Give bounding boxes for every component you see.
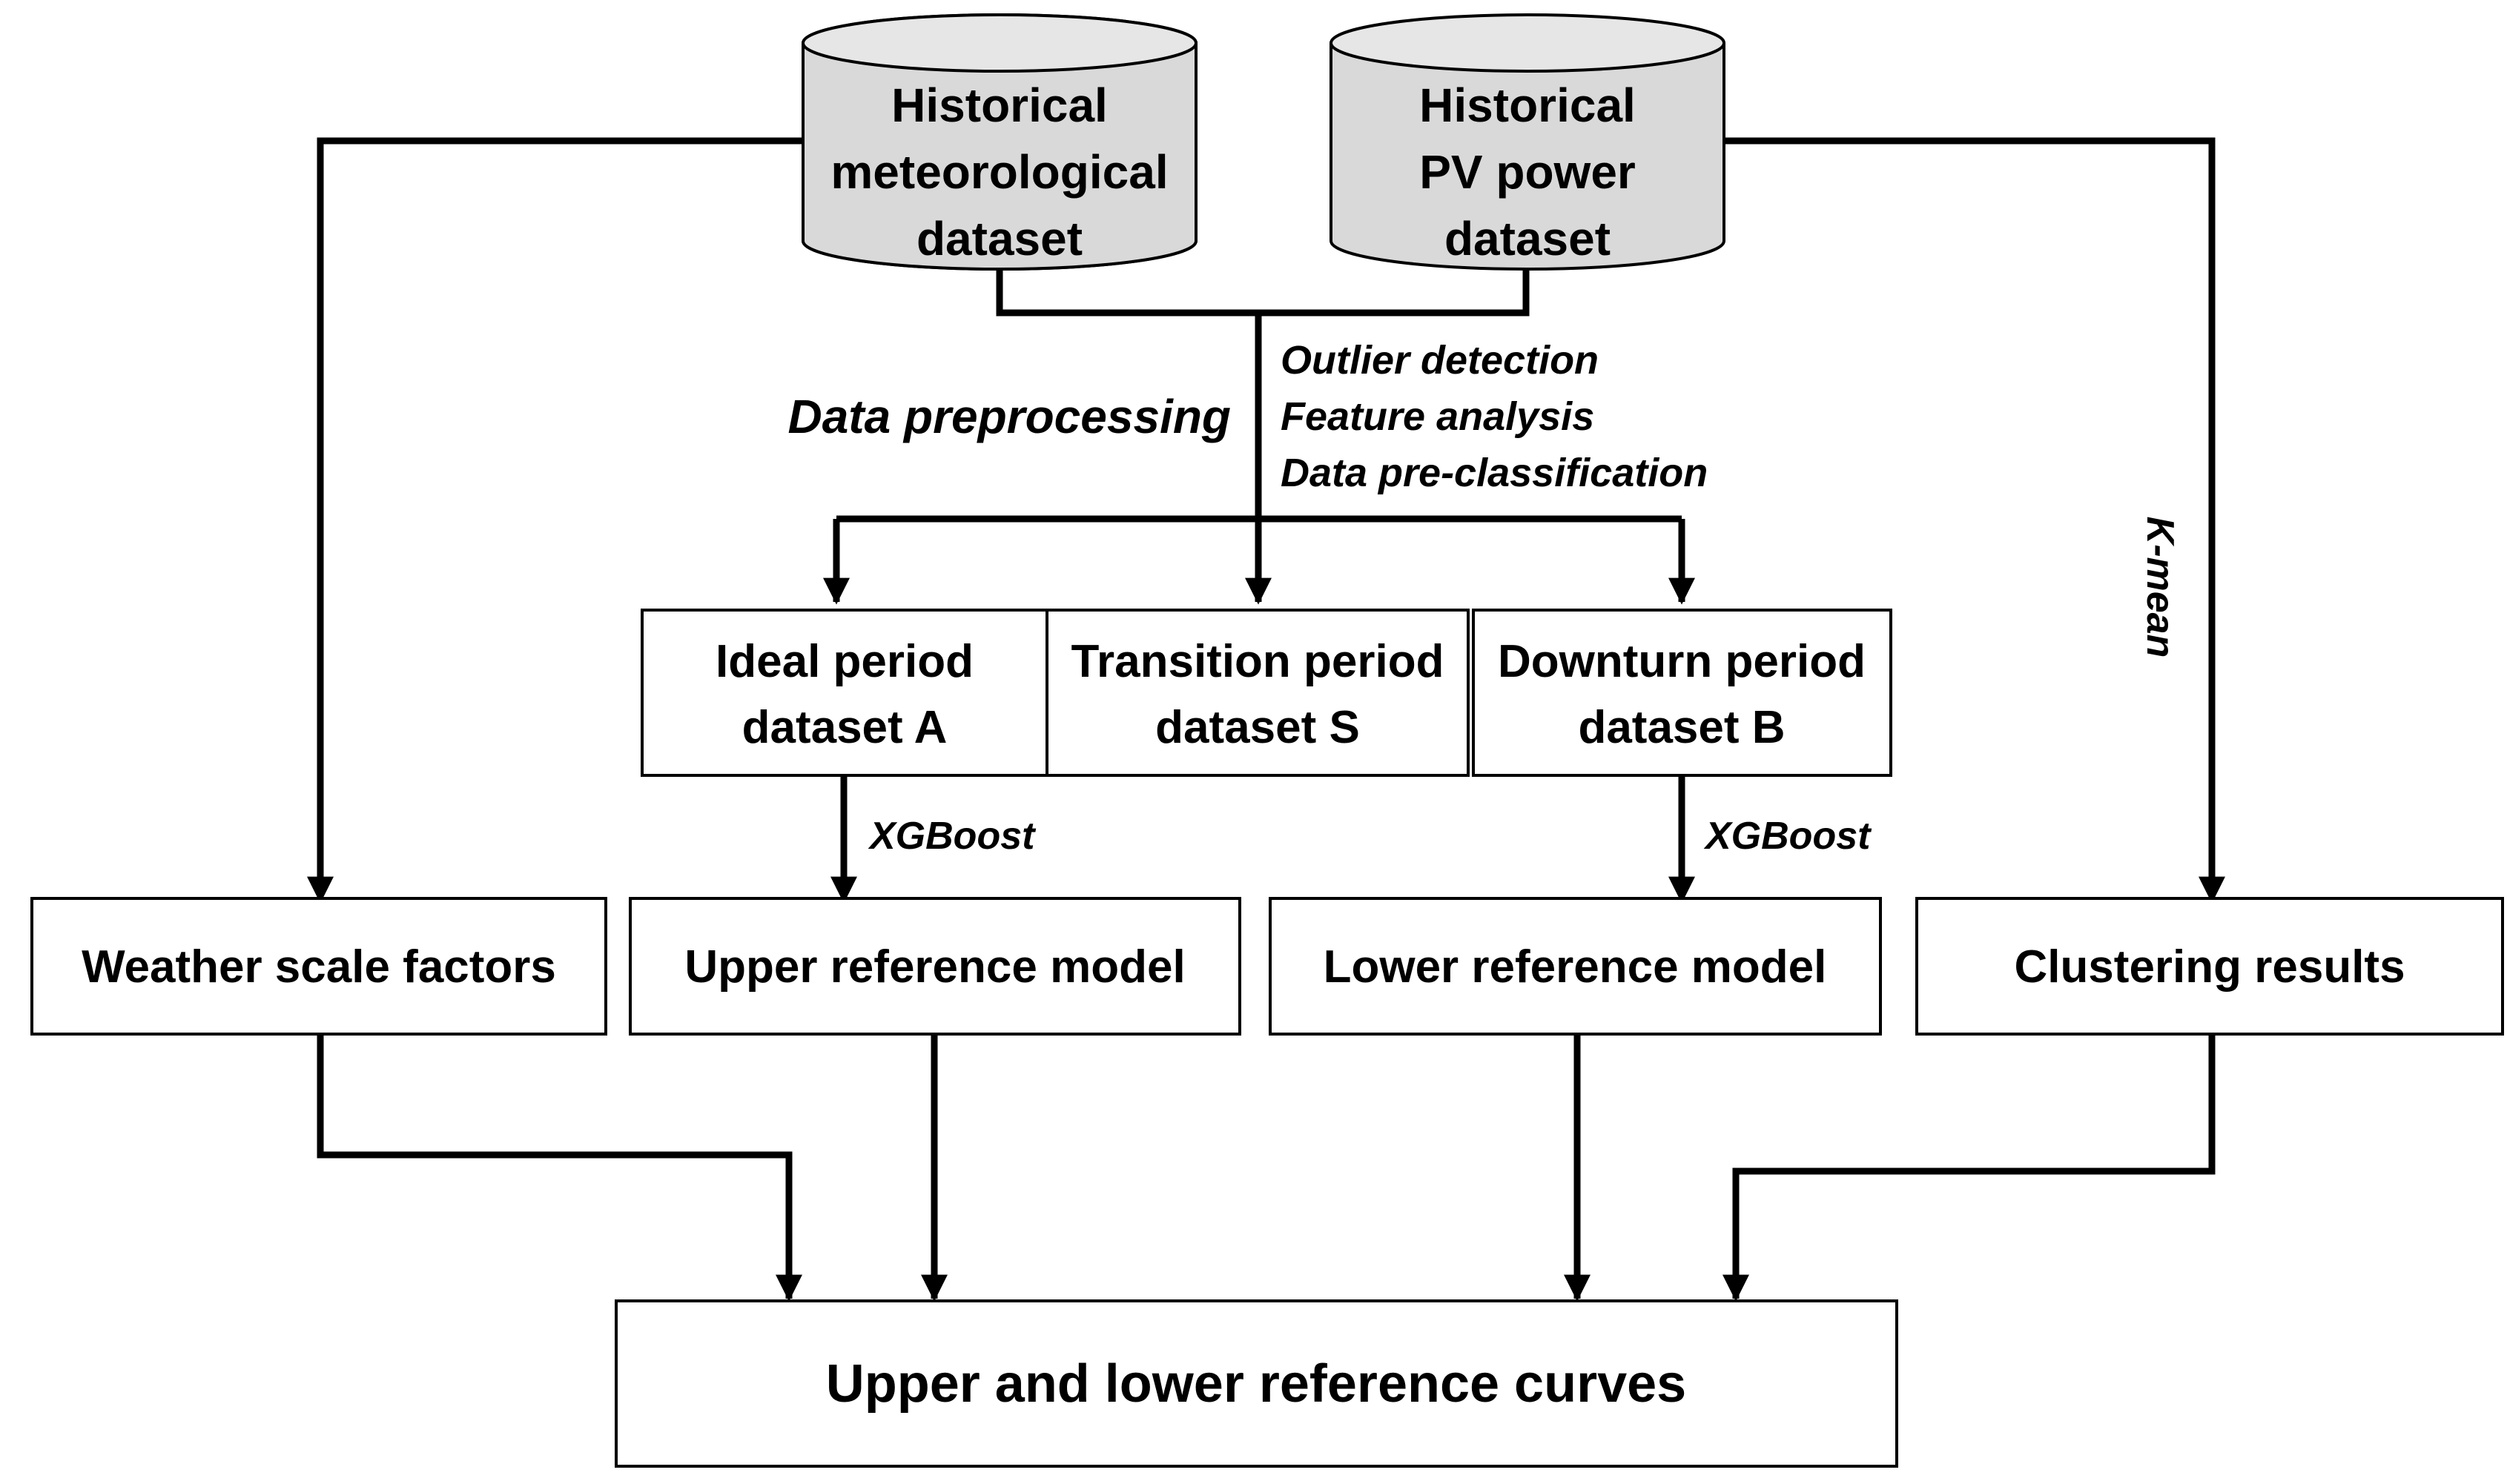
connector-db-merge [996,265,1530,317]
pv-db-line-2: PV power [1419,145,1636,199]
preprocessing-title: Data preprocessing [787,390,1231,443]
pv-db-line-3: dataset [1444,212,1611,265]
arrow-pv-to-clustering [1722,137,2225,904]
reference-curves-box: Upper and lower reference curves [615,1299,1898,1468]
kmean-label: K-mean [2138,517,2181,658]
arrow-weather-to-output [317,1034,802,1302]
xgboost-label-right: XGBoost [1703,815,1872,858]
meteorological-database: Historical meteorological dataset [802,13,1198,271]
transition-dataset-line-1: Transition period [1071,636,1444,687]
clustering-results-box: Clustering results [1915,897,2504,1036]
ideal-dataset-box: Ideal period dataset A [641,609,1048,777]
arrow-clustering-to-output [1722,1034,2216,1302]
xgboost-label-left: XGBoost [868,815,1037,858]
meteo-db-line-3: dataset [916,212,1083,265]
pv-db-line-1: Historical [1419,79,1636,132]
upper-reference-model-label: Upper reference model [684,941,1185,993]
preprocessing-step-feature: Feature analysis [1281,394,1594,439]
downturn-dataset-line-1: Downturn period [1498,636,1866,687]
meteo-db-line-2: meteorological [830,145,1168,199]
clustering-results-label: Clustering results [2014,941,2405,993]
preprocessing-step-outlier: Outlier detection [1281,338,1599,382]
lower-reference-model-label: Lower reference model [1324,941,1827,993]
downturn-dataset-box: Downturn period dataset B [1472,609,1892,777]
weather-scale-factors-box: Weather scale factors [30,897,607,1036]
transition-dataset-box: Transition period dataset S [1046,609,1470,777]
preprocessing-step-classification: Data pre-classification [1281,451,1708,495]
lower-reference-model-box: Lower reference model [1269,897,1882,1036]
ideal-dataset-line-2: dataset A [742,702,948,753]
pv-power-database: Historical PV power dataset [1330,13,1725,271]
transition-dataset-line-2: dataset S [1155,702,1360,753]
reference-curves-label: Upper and lower reference curves [826,1354,1686,1414]
arrow-meteo-to-weather [307,137,805,904]
weather-scale-factors-label: Weather scale factors [82,941,556,993]
upper-reference-model-box: Upper reference model [629,897,1241,1036]
downturn-dataset-line-2: dataset B [1578,702,1785,753]
meteo-db-line-1: Historical [891,79,1108,132]
ideal-dataset-line-1: Ideal period [716,636,974,687]
